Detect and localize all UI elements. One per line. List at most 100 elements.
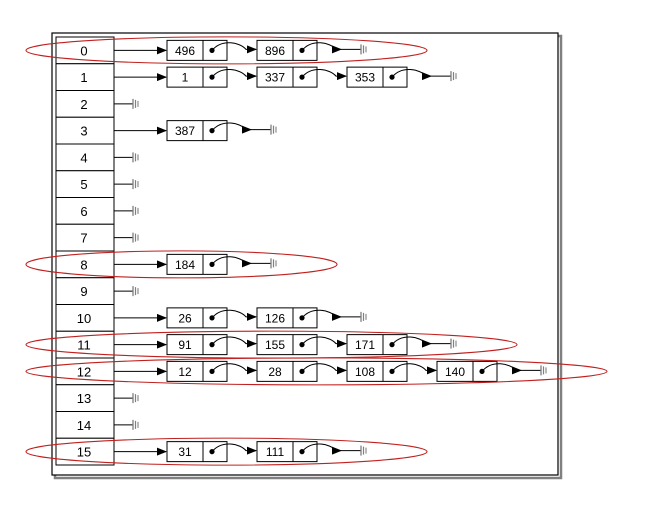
node-value: 28 bbox=[268, 365, 282, 379]
node-value: 353 bbox=[355, 71, 375, 85]
node-value: 12 bbox=[178, 365, 192, 379]
pointer-arrow bbox=[211, 42, 257, 54]
list-node: 108 bbox=[346, 360, 437, 382]
highlight-ellipse bbox=[25, 36, 428, 65]
pointer-to-null bbox=[211, 122, 252, 134]
node-box bbox=[166, 253, 228, 275]
list-node: 91 bbox=[166, 334, 257, 356]
pointer-arrow bbox=[301, 69, 347, 81]
node-value: 155 bbox=[265, 338, 285, 352]
bucket-index-label: 7 bbox=[80, 231, 87, 246]
bucket-index-label: 13 bbox=[77, 391, 91, 406]
bucket-cell: 7 bbox=[55, 223, 115, 252]
bucket-index-label: 1 bbox=[80, 70, 87, 85]
bucket-index-label: 3 bbox=[80, 124, 87, 139]
node-box bbox=[166, 334, 228, 356]
list-node: 31 bbox=[166, 441, 257, 463]
node-box bbox=[166, 66, 228, 88]
node-value: 31 bbox=[178, 445, 192, 459]
bucket-chain: 12 28 108 140 bbox=[114, 360, 547, 382]
bucket-index-label: 6 bbox=[80, 204, 87, 219]
node-box bbox=[256, 66, 318, 88]
bucket-index-label: 4 bbox=[80, 150, 87, 165]
bucket-chain: 1 337 353 bbox=[114, 66, 457, 88]
highlight-ellipse bbox=[25, 437, 428, 466]
bucket-index-label: 15 bbox=[77, 445, 91, 460]
bucket-cell: 14 bbox=[55, 411, 115, 439]
list-node: 337 bbox=[256, 66, 347, 88]
node-box bbox=[166, 360, 228, 382]
node-value: 111 bbox=[266, 445, 285, 459]
node-value: 26 bbox=[178, 311, 192, 325]
bucket-cell: 15 bbox=[55, 437, 115, 466]
bucket-chain bbox=[114, 179, 139, 190]
node-value: 91 bbox=[178, 338, 192, 352]
bucket-index-label: 5 bbox=[80, 177, 87, 192]
list-node: 184 bbox=[166, 253, 271, 275]
node-value: 337 bbox=[265, 71, 285, 85]
bucket-chain bbox=[114, 393, 139, 404]
node-value: 108 bbox=[355, 365, 375, 379]
bucket-index-label: 14 bbox=[77, 418, 91, 433]
node-box bbox=[166, 120, 228, 142]
pointer-to-null bbox=[391, 336, 432, 348]
node-box bbox=[166, 441, 228, 463]
bucket-cell-border bbox=[55, 304, 115, 332]
bucket-cell: 1 bbox=[55, 63, 115, 91]
bucket-chain bbox=[114, 152, 139, 163]
pointer-arrow bbox=[301, 336, 347, 348]
node-box bbox=[346, 334, 408, 356]
bucket-chain bbox=[114, 98, 139, 109]
node-box bbox=[166, 39, 228, 61]
node-box bbox=[436, 360, 498, 382]
node-value: 387 bbox=[175, 124, 195, 138]
pointer-arrow bbox=[211, 69, 257, 81]
pointer-to-null bbox=[301, 443, 342, 455]
bucket-cell: 9 bbox=[55, 277, 115, 305]
pointer-arrow bbox=[211, 336, 257, 348]
list-node: 140 bbox=[436, 360, 541, 382]
list-node: 12 bbox=[166, 360, 257, 382]
list-node: 28 bbox=[256, 360, 347, 382]
pointer-arrow bbox=[211, 443, 257, 455]
list-node: 387 bbox=[166, 120, 271, 142]
node-box bbox=[256, 441, 318, 463]
bucket-index-label: 8 bbox=[80, 257, 87, 272]
pointer-to-null bbox=[301, 309, 342, 321]
bucket-chain bbox=[114, 205, 139, 216]
list-node: 111 bbox=[256, 441, 361, 463]
bucket-index-label: 12 bbox=[77, 364, 91, 379]
bucket-cell: 4 bbox=[55, 143, 115, 172]
bucket-cell: 2 bbox=[55, 90, 115, 118]
node-value: 171 bbox=[355, 338, 375, 352]
pointer-to-null bbox=[211, 256, 252, 268]
bucket-chain bbox=[114, 232, 139, 243]
pointer-to-null bbox=[301, 42, 342, 54]
bucket-cell-border bbox=[55, 437, 115, 466]
node-value: 184 bbox=[175, 258, 195, 272]
bucket-index-label: 10 bbox=[77, 311, 91, 326]
node-box bbox=[256, 39, 318, 61]
node-value: 140 bbox=[445, 365, 465, 379]
bucket-chain bbox=[114, 286, 139, 297]
bucket-cell: 5 bbox=[55, 170, 115, 198]
bucket-cell: 3 bbox=[55, 116, 115, 145]
bucket-cell-border bbox=[55, 223, 115, 252]
bucket-index-label: 9 bbox=[80, 284, 87, 299]
pointer-to-null bbox=[481, 363, 522, 375]
pointer-arrow bbox=[211, 309, 257, 321]
list-node: 1 bbox=[166, 66, 257, 88]
list-node: 26 bbox=[166, 307, 257, 329]
node-value: 1 bbox=[182, 71, 189, 85]
node-box bbox=[166, 307, 228, 329]
node-value: 896 bbox=[265, 44, 285, 58]
node-box bbox=[346, 360, 408, 382]
list-node: 353 bbox=[346, 66, 451, 88]
bucket-chain: 91 155 171 bbox=[114, 334, 457, 356]
list-node: 896 bbox=[256, 39, 361, 61]
